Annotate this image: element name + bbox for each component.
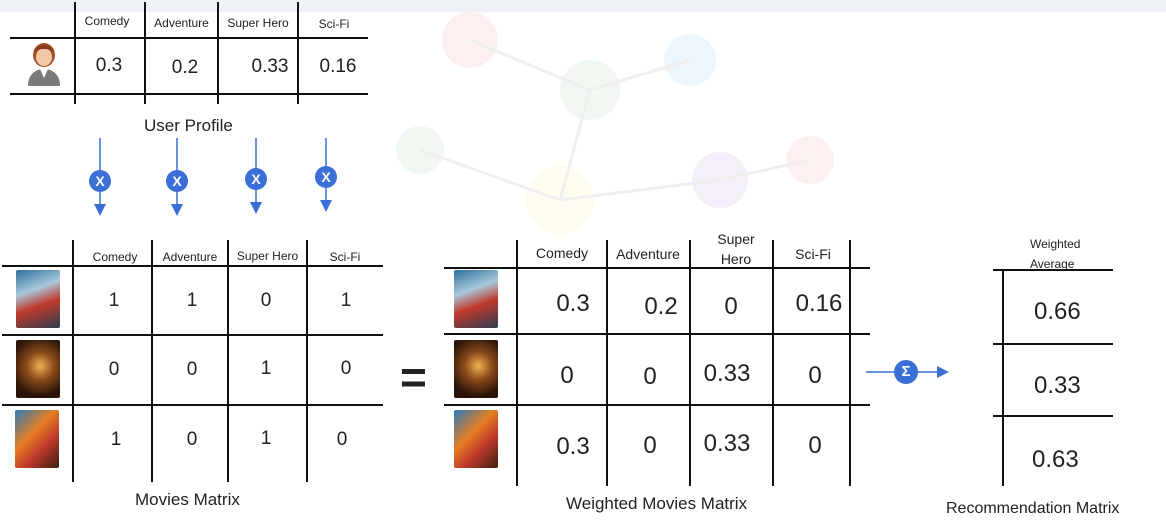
user-profile-caption: User Profile — [144, 116, 233, 135]
user-header-comedy: Comedy — [84, 14, 130, 28]
weighted-average-header-line2: Average — [1030, 257, 1075, 271]
movies-matrix-grid — [2, 240, 383, 482]
weighted-cell: 0.33 — [703, 360, 751, 387]
weighted-matrix-caption: Weighted Movies Matrix — [566, 494, 748, 513]
top-strip — [0, 0, 1166, 12]
weighted-poster-3 — [454, 410, 498, 468]
weighted-cell: 0.2 — [644, 293, 678, 320]
weighted-header-sci-fi: Sci-Fi — [795, 246, 831, 262]
recommendation-value: 0.66 — [1034, 298, 1081, 325]
user-value-comedy: 0.3 — [95, 55, 123, 76]
weighted-cell: 0 — [560, 362, 574, 389]
movie-poster-1 — [16, 270, 60, 328]
weighted-cell: 0 — [808, 362, 822, 389]
weighted-average-header-line1: Weighted — [1030, 237, 1081, 251]
movies-cell: 1 — [108, 290, 120, 311]
weighted-header-super: Super — [717, 231, 755, 247]
weighted-header-hero: Hero — [720, 251, 752, 267]
recommendation-matrix-caption: Recommendation Matrix — [946, 500, 1120, 517]
multiply-arrows — [94, 138, 332, 216]
user-header-super-hero: Super Hero — [227, 16, 289, 30]
user-header-adventure: Adventure — [154, 16, 209, 30]
weighted-cell: 0 — [808, 432, 822, 459]
movies-cell: 1 — [260, 428, 272, 449]
weighted-cell: 0 — [643, 363, 657, 390]
movies-cell: 0 — [186, 429, 198, 450]
weighted-cell: 0.33 — [703, 430, 751, 457]
movie-poster-3 — [15, 410, 59, 468]
user-avatar-icon — [28, 43, 60, 86]
user-value-adventure: 0.2 — [171, 57, 199, 78]
multiply-icon: X — [245, 168, 267, 190]
user-header-sci-fi: Sci-Fi — [318, 17, 350, 31]
recommendation-value: 0.63 — [1032, 446, 1079, 473]
multiply-icon: X — [315, 166, 337, 188]
user-value-sci-fi: 0.16 — [319, 56, 357, 77]
sigma-icon: Σ — [894, 360, 918, 384]
weighted-header-adventure: Adventure — [616, 246, 680, 262]
user-value-super-hero: 0.33 — [251, 56, 289, 77]
movies-cell: 0 — [260, 290, 272, 311]
movies-cell: 1 — [340, 290, 352, 311]
recommendation-value: 0.33 — [1034, 372, 1081, 399]
movies-header-super-hero: Super Hero — [236, 249, 299, 263]
movies-cell: 1 — [186, 290, 198, 311]
movie-poster-2 — [16, 340, 60, 398]
weighted-cell: 0 — [724, 293, 738, 320]
movies-cell: 0 — [336, 429, 348, 450]
movies-header-comedy: Comedy — [92, 250, 138, 264]
weighted-cell: 0.3 — [556, 290, 590, 317]
weighted-cell: 0.3 — [556, 433, 590, 460]
movies-header-adventure: Adventure — [162, 250, 218, 264]
weighted-cell: 0 — [643, 432, 657, 459]
movies-header-sci-fi: Sci-Fi — [329, 250, 361, 264]
movies-cell: 1 — [260, 358, 272, 379]
multiply-icon: X — [166, 170, 188, 192]
movies-cell: 0 — [340, 358, 352, 379]
multiply-icon: X — [89, 170, 111, 192]
weighted-matrix-grid — [444, 240, 870, 486]
movies-cell: 1 — [110, 429, 122, 450]
user-profile-grid — [10, 2, 368, 104]
equals-sign: = — [400, 351, 427, 403]
movies-matrix-caption: Movies Matrix — [135, 490, 240, 509]
movies-cell: 0 — [186, 359, 198, 380]
weighted-header-comedy: Comedy — [535, 245, 589, 261]
weighted-cell: 0.16 — [795, 290, 843, 317]
recommendation-matrix-grid — [993, 269, 1113, 486]
movies-cell: 0 — [108, 359, 120, 380]
weighted-poster-1 — [454, 270, 498, 328]
weighted-poster-2 — [454, 340, 498, 398]
